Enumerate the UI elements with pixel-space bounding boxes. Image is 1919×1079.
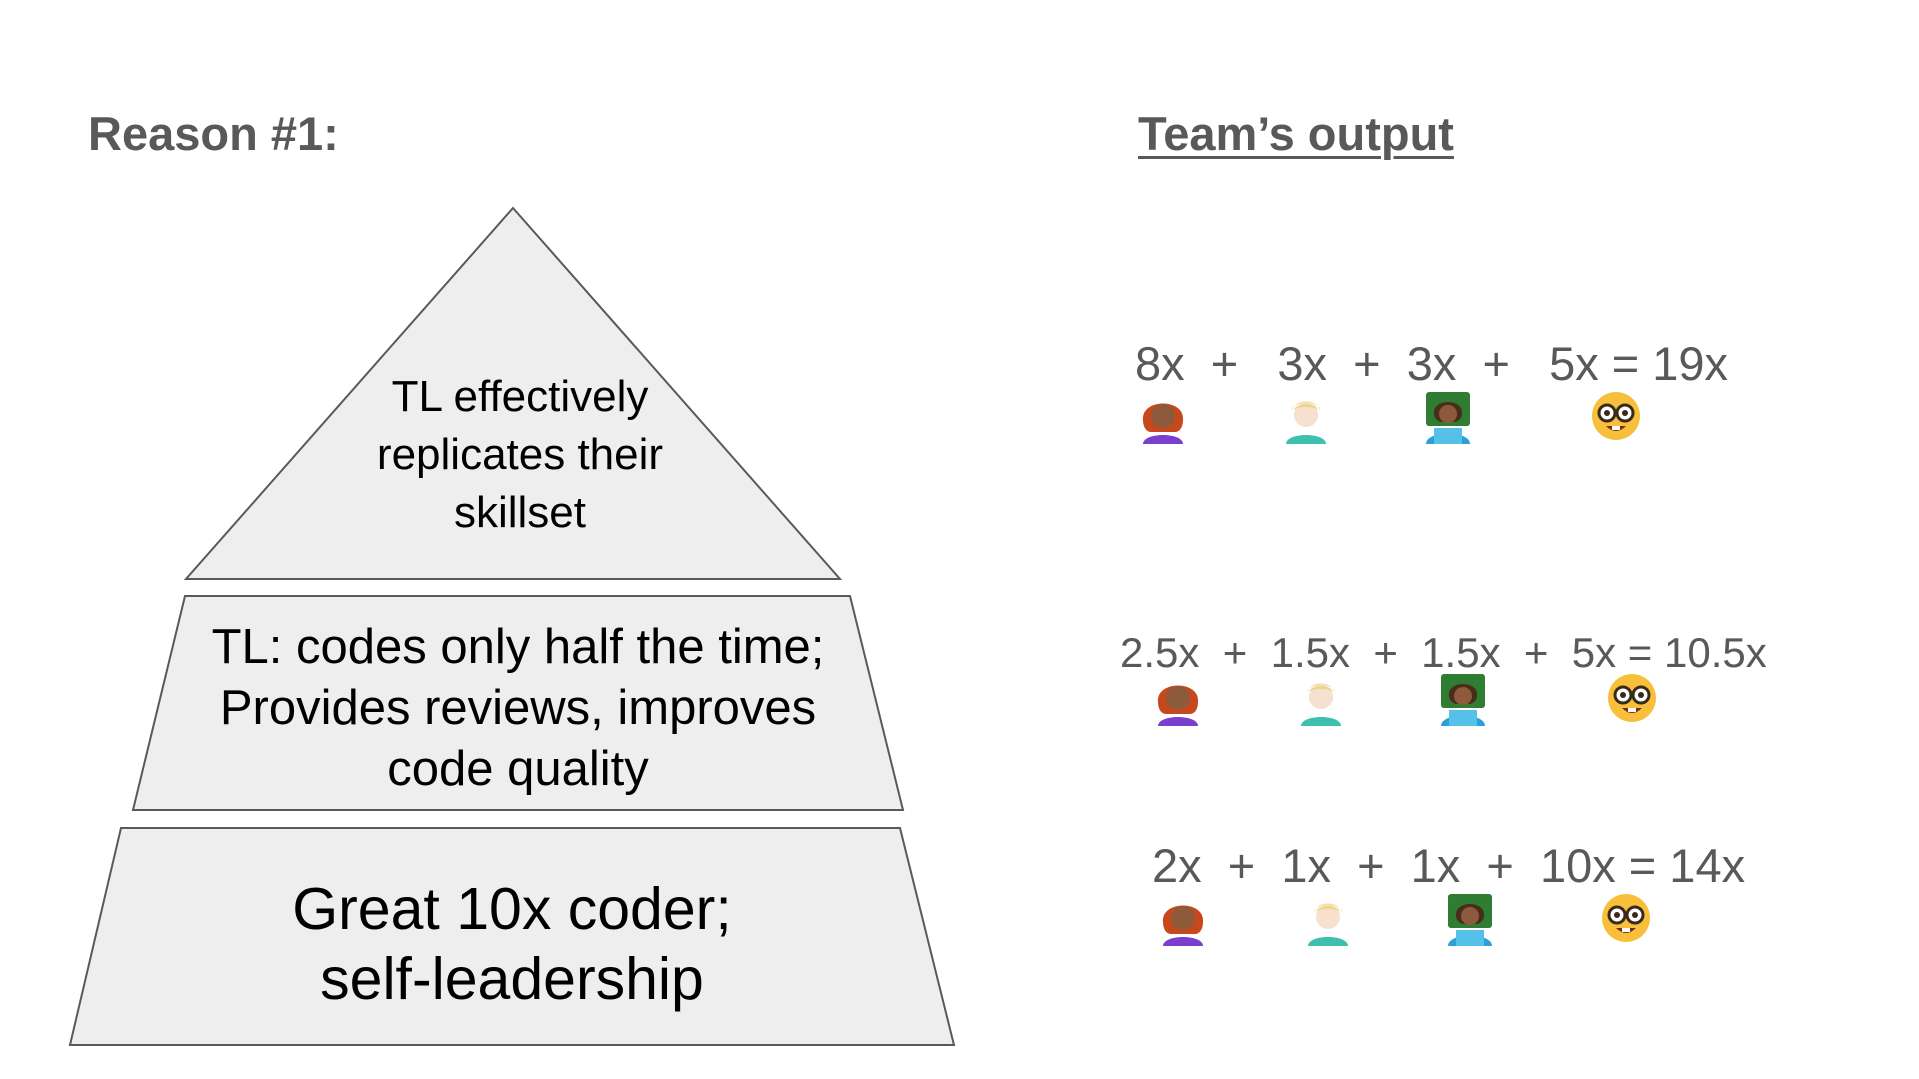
pyramid-middle-line: TL: codes only half the time; <box>211 620 825 674</box>
slide-title: Reason #1: <box>88 107 339 160</box>
pyramid-top-line: TL effectively <box>391 372 649 421</box>
pyramid-middle-line: Provides reviews, improves <box>219 681 817 735</box>
team-output-heading: Team’s output <box>1138 107 1454 160</box>
woman-red-hair-icon <box>1162 905 1204 946</box>
pyramid-top-text: TL effectively replicates their skillset <box>320 368 720 542</box>
pyramid-middle-tier <box>131 595 905 811</box>
pyramid-bottom-text: Great 10x coder; self-leadership <box>150 874 874 1014</box>
woman-technologist-icon <box>1441 674 1485 726</box>
pyramid-middle-line: code quality <box>387 742 649 796</box>
woman-technologist-icon <box>1426 392 1470 444</box>
man-blond-icon <box>1308 903 1348 946</box>
nerd-face-icon <box>1602 894 1650 942</box>
nerd-face-icon <box>1608 674 1656 722</box>
pyramid-bottom-line: Great 10x coder; <box>292 876 732 942</box>
pyramid-top-line: replicates their <box>376 430 664 479</box>
man-blond-icon <box>1286 401 1326 444</box>
output-equation-top: 8x + 3x + 3x + 5x = 19x <box>1135 337 1729 390</box>
pyramid-bottom-line: self-leadership <box>320 946 704 1012</box>
man-blond-icon <box>1301 683 1341 726</box>
woman-red-hair-icon <box>1142 403 1184 444</box>
pyramid-top-tier <box>183 206 843 580</box>
woman-technologist-icon <box>1448 894 1492 946</box>
woman-red-hair-icon <box>1157 685 1199 726</box>
nerd-face-icon <box>1592 392 1640 440</box>
pyramid-middle-text: TL: codes only half the time; Provides r… <box>130 617 906 800</box>
pyramid-top-line: skillset <box>453 488 587 537</box>
pyramid-bottom-tier <box>68 827 956 1046</box>
output-equation-bottom: 2x + 1x + 1x + 10x = 14x <box>1152 839 1746 892</box>
output-equation-middle: 2.5x + 1.5x + 1.5x + 5x = 10.5x <box>1120 629 1767 676</box>
